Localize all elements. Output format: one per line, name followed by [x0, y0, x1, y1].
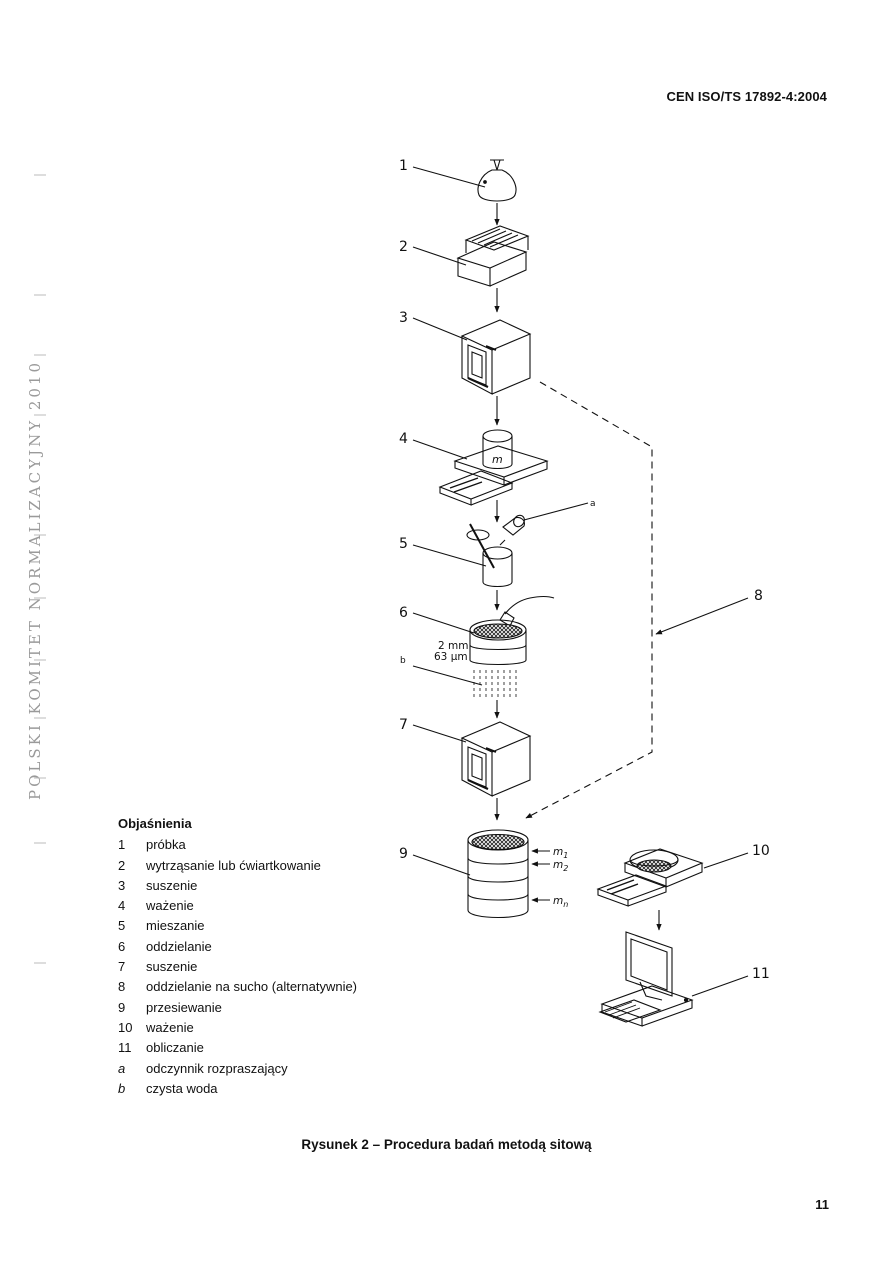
- sieve-lower-label: 63 µm: [434, 651, 468, 663]
- drying-oven-2-icon: [460, 721, 532, 797]
- mixing-beaker-icon: [466, 514, 525, 588]
- callout-6: 6: [399, 605, 408, 621]
- callout-4: 4: [399, 431, 408, 447]
- m2-sub: 2: [563, 864, 568, 873]
- callout-2: 2: [399, 239, 408, 255]
- callout-3: 3: [399, 310, 408, 326]
- callout-8: 8: [754, 588, 763, 604]
- callout-5: 5: [399, 536, 408, 552]
- sieve-upper-label: 2 mm: [438, 640, 468, 652]
- m1-label: m: [553, 846, 563, 858]
- wet-sieve-icon: [469, 595, 555, 700]
- callout-10: 10: [752, 843, 770, 859]
- sample-bag-icon: [477, 159, 517, 202]
- mass-label: m: [492, 453, 503, 466]
- note-b-label: b: [400, 656, 406, 666]
- balance-with-sieve-icon: [596, 848, 704, 907]
- legend-title: Objaśnienia: [118, 816, 192, 831]
- standard-header: CEN ISO/TS 17892-4:2004: [666, 89, 827, 104]
- note-a-label: a: [590, 499, 596, 509]
- callout-9: 9: [399, 846, 408, 862]
- svg-text:m2: m2: [553, 859, 568, 873]
- page-number: 11: [815, 1197, 829, 1212]
- callout-11: 11: [752, 966, 770, 982]
- computer-icon: [598, 931, 694, 1027]
- m2-label: m: [553, 859, 563, 871]
- figure-caption: Rysunek 2 – Procedura badań metodą sitow…: [301, 1137, 592, 1152]
- mn-label: m: [553, 895, 563, 907]
- balance-with-beaker-icon: [438, 429, 549, 506]
- mn-sub: n: [563, 900, 568, 909]
- callout-1: 1: [399, 158, 408, 174]
- m1-sub: 1: [563, 851, 568, 860]
- drying-oven-icon: [460, 319, 532, 395]
- svg-text:mn: mn: [553, 895, 568, 909]
- sieve-stack-icon: [467, 829, 529, 918]
- callout-7: 7: [399, 717, 408, 733]
- svg-text:m1: m1: [553, 846, 568, 860]
- riffle-splitter-icon: [456, 225, 530, 287]
- margin-marks: [34, 174, 46, 964]
